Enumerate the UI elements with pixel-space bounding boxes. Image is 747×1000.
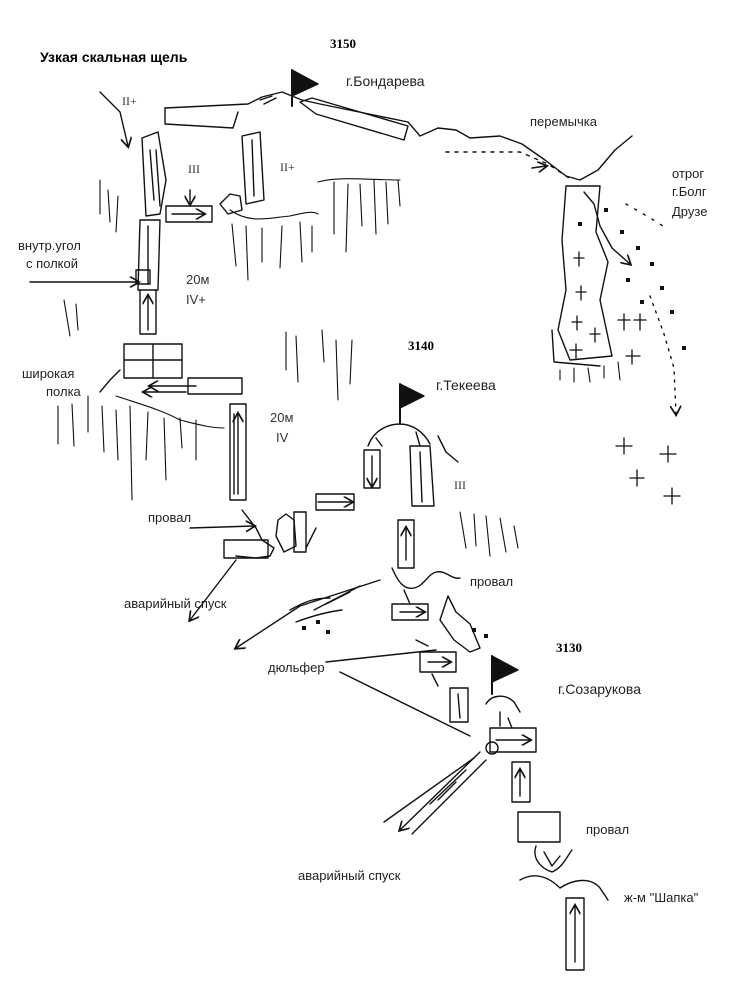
boulder <box>219 193 243 215</box>
pitch-20m-iv <box>229 403 247 501</box>
label-gully: ж-м "Шапка" <box>624 890 699 905</box>
flag-icon <box>491 655 519 695</box>
spur-route <box>583 191 630 264</box>
ridge-block <box>299 97 409 141</box>
label-emergency-descent-2: аварийный спуск <box>298 868 401 883</box>
gap-rocks <box>439 595 481 653</box>
grade-iii-2: III <box>454 478 466 492</box>
label-spur-line2: г.Болг <box>672 184 707 199</box>
spur-descent <box>649 295 676 414</box>
belay-box-9 <box>517 811 561 843</box>
label-gap-3: провал <box>586 822 630 837</box>
label-inner-corner-line2: с полкой <box>26 256 79 271</box>
belay-box-2 <box>135 269 151 285</box>
cross-icon <box>569 251 681 505</box>
grade-ii-plus-1: II+ <box>122 94 137 108</box>
anchor-point <box>485 741 499 755</box>
flag-icon <box>291 69 319 107</box>
gap-edge-3 <box>534 845 573 873</box>
grade-iv-plus: IV+ <box>186 292 206 307</box>
ridge-line <box>164 91 633 181</box>
altitude-3130: 3130 <box>556 640 582 655</box>
pitch-length-1: 20м <box>186 272 210 287</box>
cliff-hatching <box>57 178 519 557</box>
summit-ledge <box>164 107 239 129</box>
spur-block <box>557 185 613 361</box>
label-wide-ledge-line2: полка <box>46 384 81 399</box>
left-pillar-1 <box>141 131 167 217</box>
grade-iv: IV <box>276 430 289 445</box>
grade-iii-1: III <box>188 162 200 176</box>
label-saddle: перемычка <box>530 114 597 129</box>
ledge-edge <box>99 369 121 393</box>
label-narrow-gap: Узкая скальная щель <box>40 49 188 65</box>
label-gap-2: провал <box>470 574 514 589</box>
rappel-line-upper <box>236 579 381 648</box>
sozarukova-cap <box>485 695 521 713</box>
rock-dot-icon <box>302 208 686 638</box>
belay-box-8 <box>489 727 537 753</box>
tekeeva-block-right <box>409 445 435 507</box>
tekeeva-ridge-right <box>437 435 459 463</box>
sozarukova-block-left <box>449 687 469 723</box>
pitch-lower-2 <box>565 897 585 971</box>
gap-block-1 <box>275 513 297 553</box>
rappel-line-1 <box>325 649 437 663</box>
tekeeva-summit-cap <box>367 423 431 447</box>
pitch-lower-1 <box>511 761 531 803</box>
pillar-ii-plus <box>241 131 265 205</box>
saddle-path <box>445 151 573 181</box>
peak-bondareva: г.Бондарева <box>346 73 425 89</box>
gap-block-2 <box>293 511 307 553</box>
label-emergency-descent-1: аварийный спуск <box>124 596 227 611</box>
label-gap-1: провал <box>148 510 192 525</box>
label-rappel: дюльфер <box>268 660 325 675</box>
flag-icon <box>399 383 425 425</box>
rappel-line-2 <box>339 671 471 737</box>
pitch-length-2: 20м <box>270 410 294 425</box>
peak-sozarukova: г.Созарукова <box>558 681 641 697</box>
emergency-descent-arrow-2 <box>400 751 481 830</box>
inner-corner-block <box>137 219 161 291</box>
altitude-3140: 3140 <box>408 338 434 353</box>
emergency-descent-arrow-1 <box>190 559 237 620</box>
summit-rocks <box>259 95 277 105</box>
pitch-iii <box>397 519 415 569</box>
belay-box-4 <box>223 539 269 559</box>
belay-box-7 <box>419 651 457 673</box>
label-spur-line1: отрог <box>672 166 705 181</box>
left-pillar-1-hatch <box>149 149 161 207</box>
grade-ii-plus-2: II+ <box>280 160 295 174</box>
gully-edge <box>519 875 609 901</box>
label-inner-corner-line1: внутр.угол <box>18 238 81 253</box>
narrow-gap-pointer <box>99 91 128 146</box>
peak-tekeeva: г.Текеева <box>436 377 496 393</box>
label-wide-ledge-line1: широкая <box>22 366 75 381</box>
left-pillar-2 <box>139 289 157 335</box>
label-spur-line3: Друзе <box>672 204 708 219</box>
gap-edge-2 <box>391 567 461 589</box>
altitude-3150: 3150 <box>330 36 356 51</box>
